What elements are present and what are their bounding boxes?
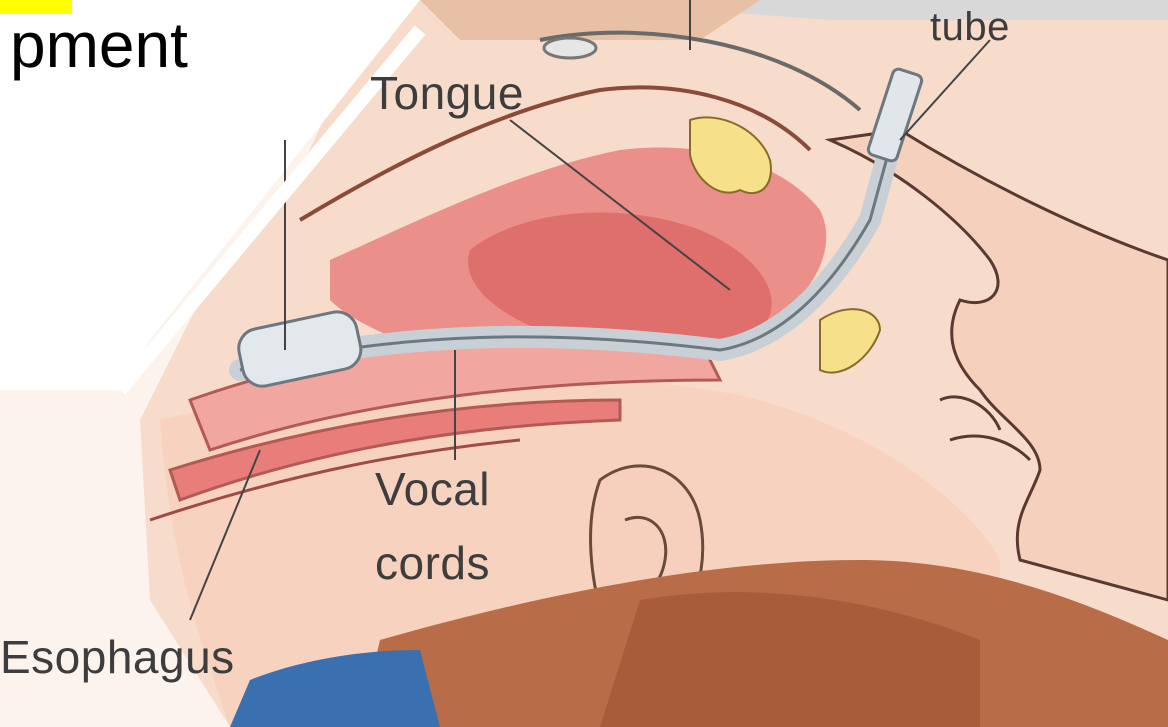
slide-title: pment — [10, 10, 188, 80]
label-esophagus: Esophagus — [0, 630, 235, 684]
label-tube: tube — [930, 0, 1010, 54]
label-cords: cords — [375, 536, 490, 590]
cuff-balloon — [544, 38, 596, 58]
label-vocal: Vocal — [375, 462, 490, 516]
label-tongue: Tongue — [370, 66, 524, 120]
